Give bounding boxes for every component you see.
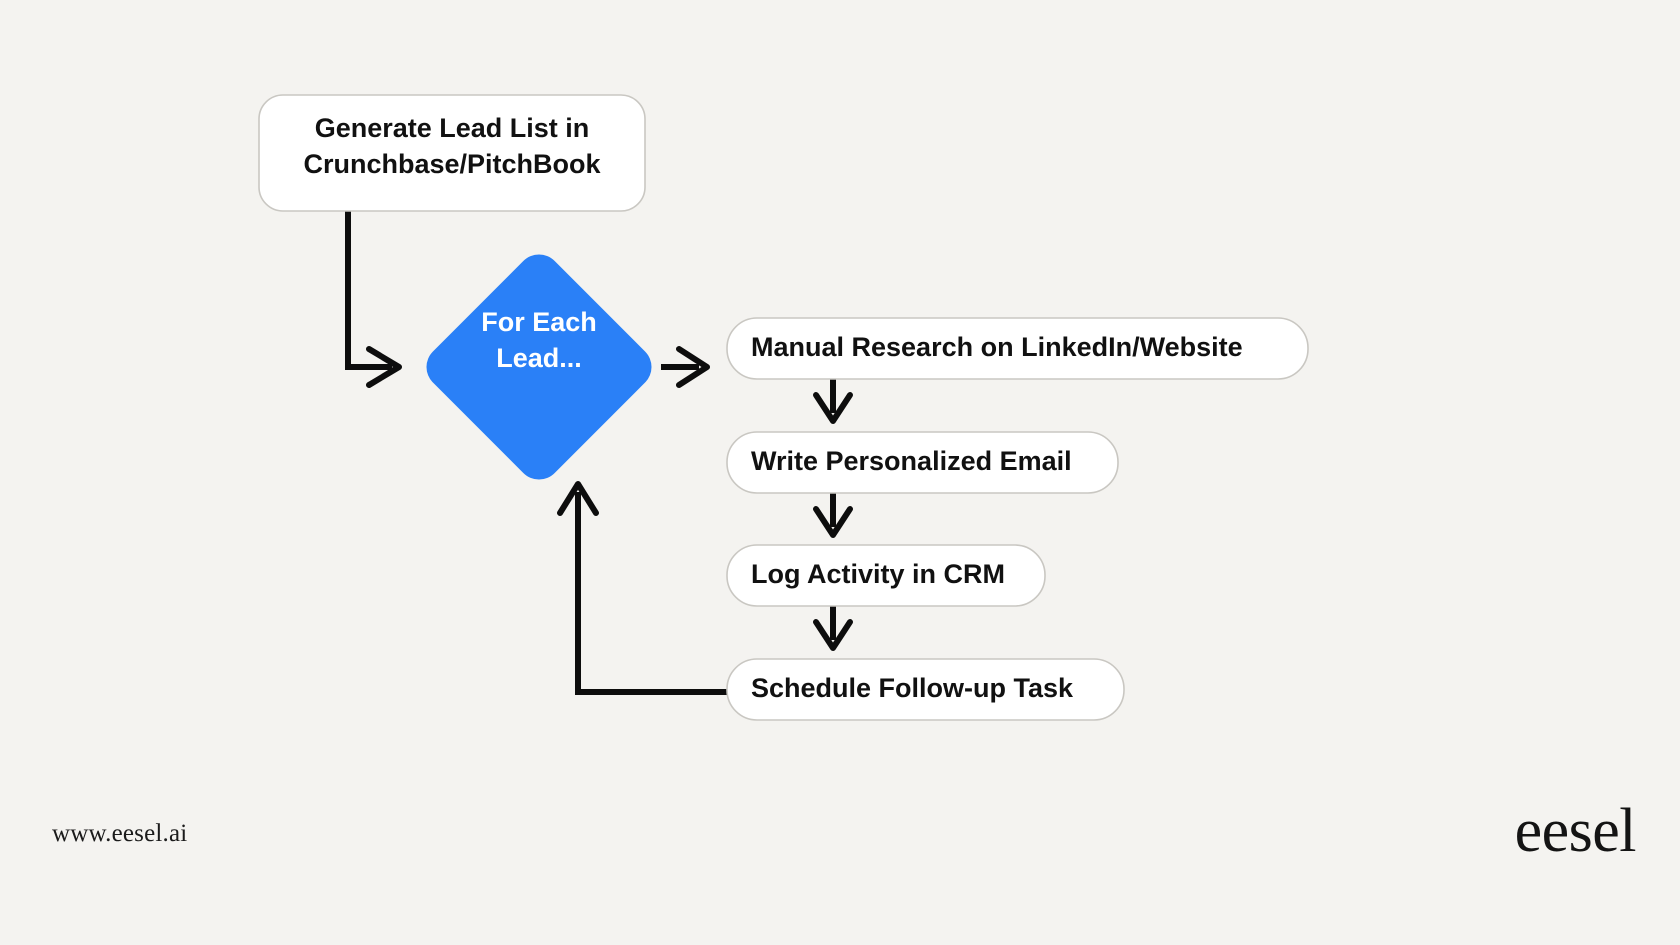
node-for-each-lead-label-line2: Lead... xyxy=(496,343,582,373)
connector-research-to-email xyxy=(813,379,853,424)
node-write-email[interactable]: Write Personalized Email xyxy=(726,431,1119,494)
node-manual-research[interactable]: Manual Research on LinkedIn/Website xyxy=(726,317,1309,380)
node-for-each-lead-shape[interactable] xyxy=(417,245,660,488)
node-generate-lead-list[interactable]: Generate Lead List in Crunchbase/PitchBo… xyxy=(258,94,646,212)
connector-schedule-back-to-loop xyxy=(557,481,727,695)
node-log-activity-label: Log Activity in CRM xyxy=(751,559,1005,589)
node-generate-lead-list-label-line2: Crunchbase/PitchBook xyxy=(303,149,601,179)
node-log-activity[interactable]: Log Activity in CRM xyxy=(726,544,1046,607)
node-manual-research-label: Manual Research on LinkedIn/Website xyxy=(751,332,1243,362)
connector-log-to-schedule xyxy=(813,606,853,651)
node-manual-research-shape[interactable] xyxy=(726,317,1309,380)
node-for-each-lead-label-line1: For Each xyxy=(481,307,597,337)
node-schedule-followup-label: Schedule Follow-up Task xyxy=(751,673,1074,703)
node-schedule-followup[interactable]: Schedule Follow-up Task xyxy=(726,658,1125,721)
connector-lead-list-to-loop xyxy=(345,210,402,388)
node-schedule-followup-shape[interactable] xyxy=(726,658,1125,721)
brand-logo: eesel xyxy=(1514,797,1637,865)
node-for-each-lead[interactable]: For Each Lead... xyxy=(417,245,660,488)
node-generate-lead-list-label-line1: Generate Lead List in xyxy=(315,113,590,143)
connector-email-to-log xyxy=(813,493,853,538)
node-generate-lead-list-shape[interactable] xyxy=(258,94,646,212)
node-write-email-shape[interactable] xyxy=(726,431,1119,494)
node-write-email-label: Write Personalized Email xyxy=(751,446,1072,476)
connector-layer xyxy=(345,210,853,695)
node-layer: Generate Lead List in Crunchbase/PitchBo… xyxy=(258,94,1309,721)
connector-loop-to-research xyxy=(661,346,710,388)
node-log-activity-shape[interactable] xyxy=(726,544,1046,607)
footer-url: www.eesel.ai xyxy=(52,820,188,847)
